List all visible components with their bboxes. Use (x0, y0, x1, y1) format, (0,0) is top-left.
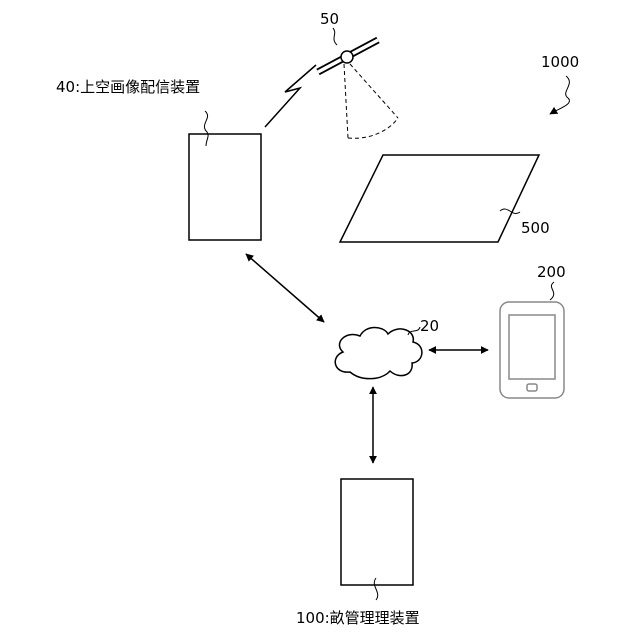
wireless-link-icon (265, 65, 316, 127)
smartphone-icon (500, 302, 564, 398)
network-cloud-icon (335, 328, 422, 379)
field-label: 500 (521, 219, 550, 237)
satellite-sensor-beam (344, 64, 398, 138)
satellite-leader (333, 28, 337, 45)
farm-manager-label: 100:畝管理理装置 (296, 609, 420, 627)
system-leader (550, 76, 569, 114)
system-label: 1000 (541, 53, 579, 71)
field-area (340, 155, 539, 242)
farm-manager-box (341, 479, 413, 585)
network-label: 20 (420, 317, 439, 335)
image-server-label: 40:上空画像配信装置 (56, 78, 200, 96)
satellite-label: 50 (320, 10, 339, 28)
terminal-leader (550, 282, 554, 300)
satellite-icon (318, 40, 378, 72)
terminal-label: 200 (537, 263, 566, 281)
server-network-arrow (246, 254, 324, 322)
image-server-box (189, 134, 261, 240)
